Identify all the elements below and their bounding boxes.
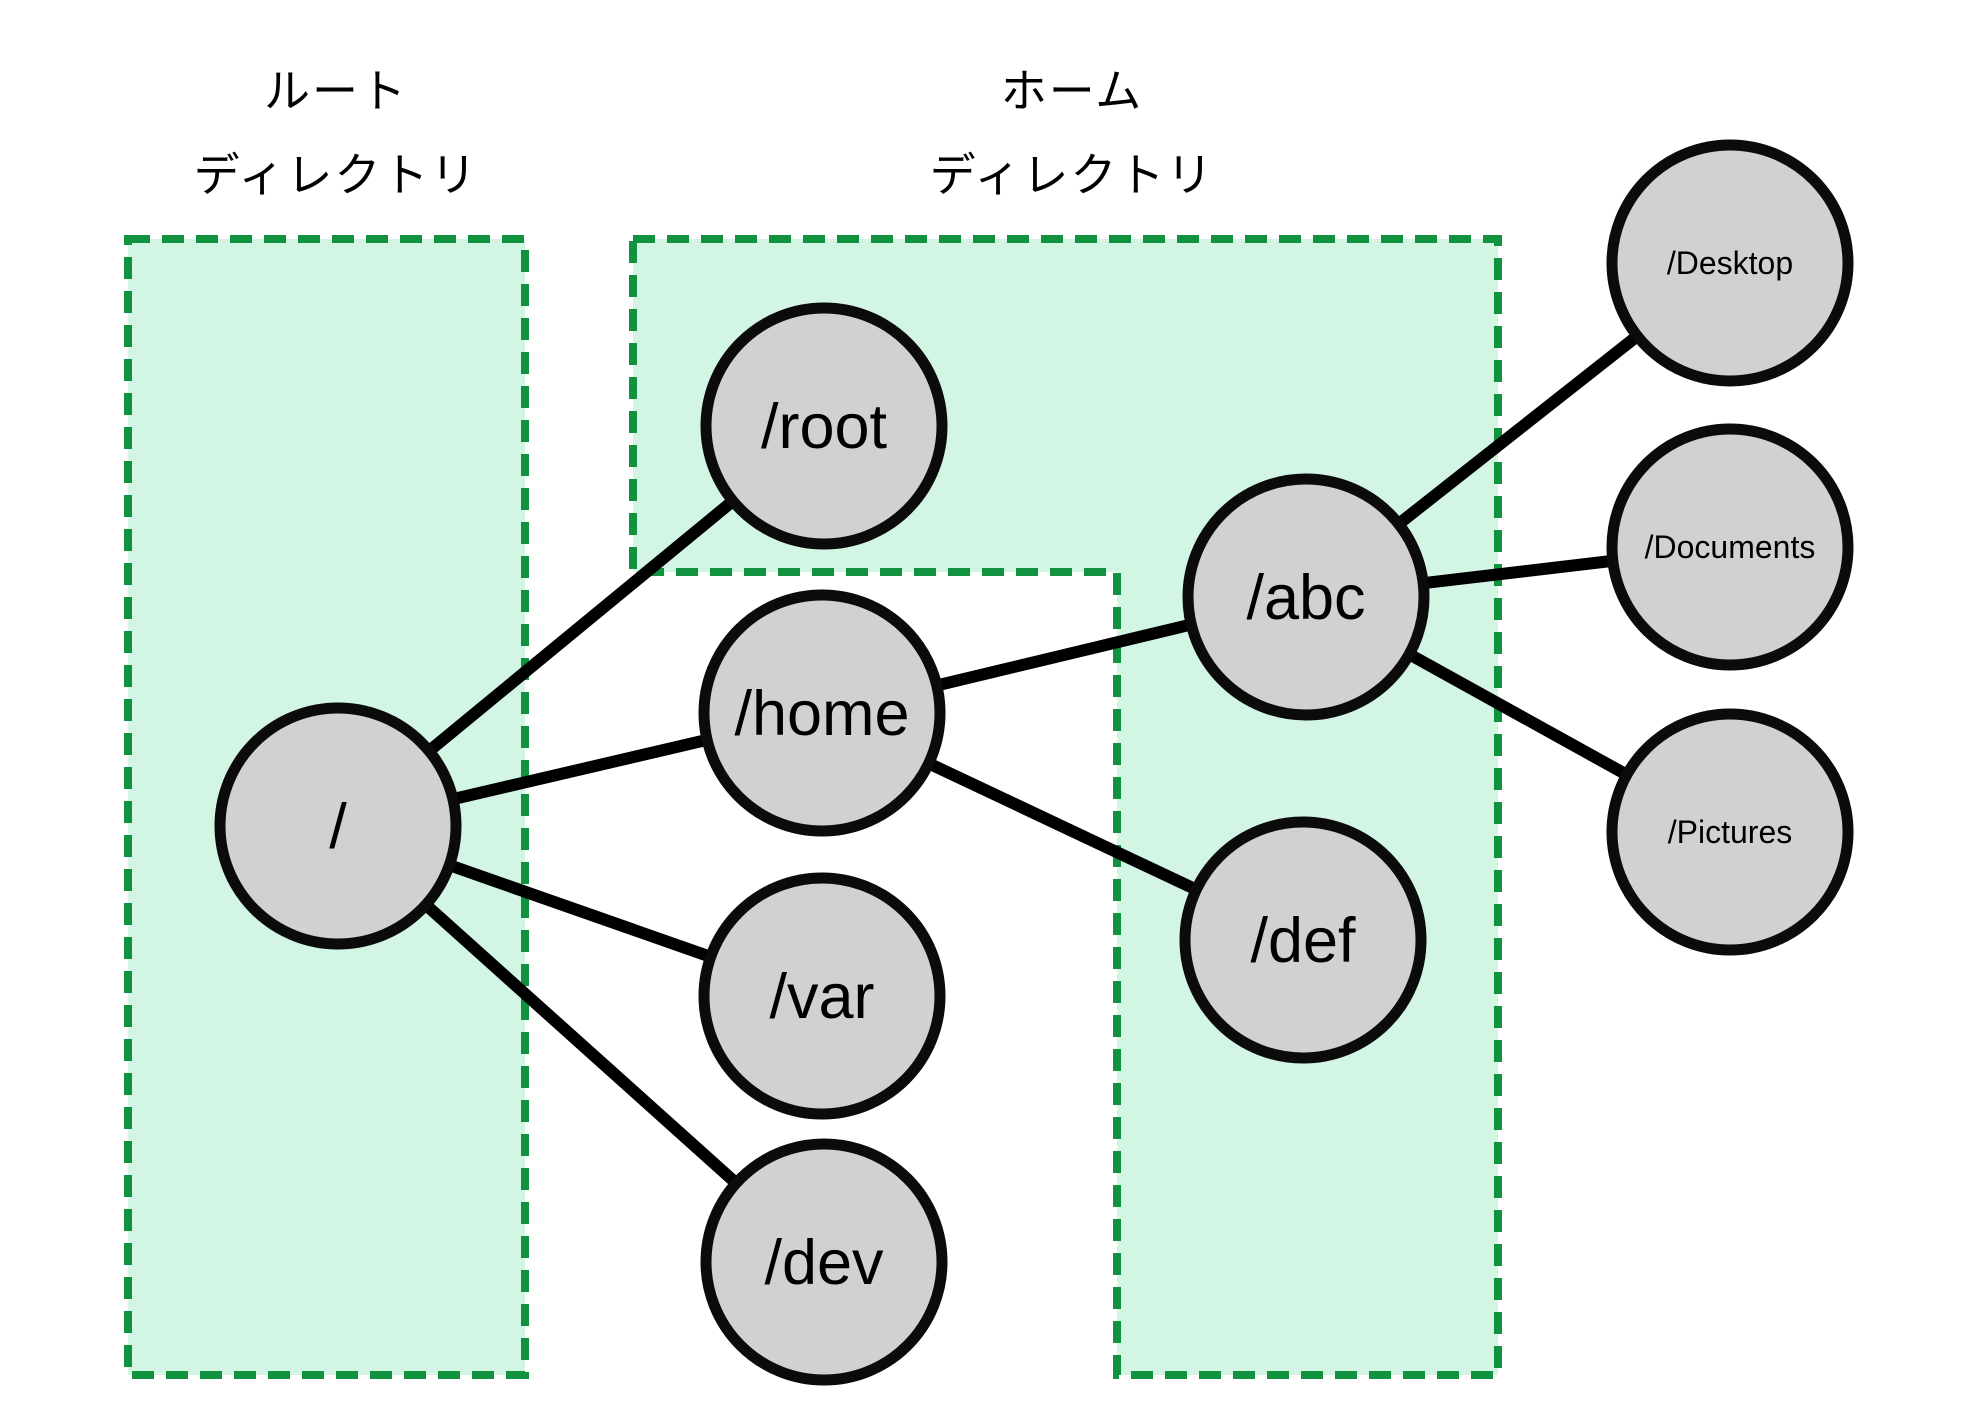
node-slash-circle (214, 702, 462, 950)
node-documents-label: /Documents (1645, 529, 1816, 565)
node-home-label: /home (734, 679, 909, 749)
nodes-layer: / /root/home/var/dev/abc/def/Desktop/Docu… (214, 139, 1854, 1386)
node-home-circle (698, 589, 946, 837)
node-pictures-label: /Pictures (1668, 814, 1792, 850)
home-directory-title-line1: ホーム (1001, 65, 1144, 117)
node-var-label: /var (769, 962, 874, 1032)
node-desktop-label: /Desktop (1667, 245, 1793, 281)
titles-layer: ルート ディレクトリ ホーム ディレクトリ (194, 65, 1215, 201)
root-directory-title-line1: ルート (264, 65, 408, 117)
node-root-label: /root (761, 392, 888, 462)
node-abc-circle (1182, 473, 1430, 721)
home-directory-title-line2: ディレクトリ (930, 149, 1215, 201)
node-documents-circle (1606, 423, 1854, 671)
node-slash-label: / (329, 792, 347, 862)
node-def-label: /def (1250, 906, 1356, 976)
node-dev-circle (700, 1138, 948, 1386)
node-def-circle (1179, 816, 1427, 1064)
node-pictures-circle (1606, 708, 1854, 956)
node-desktop-circle (1606, 139, 1854, 387)
node-root-circle (700, 302, 948, 550)
root-directory-title-line2: ディレクトリ (194, 149, 479, 201)
node-abc-label: /abc (1246, 563, 1365, 633)
node-var-circle (698, 872, 946, 1120)
node-dev-label: /dev (764, 1228, 884, 1298)
